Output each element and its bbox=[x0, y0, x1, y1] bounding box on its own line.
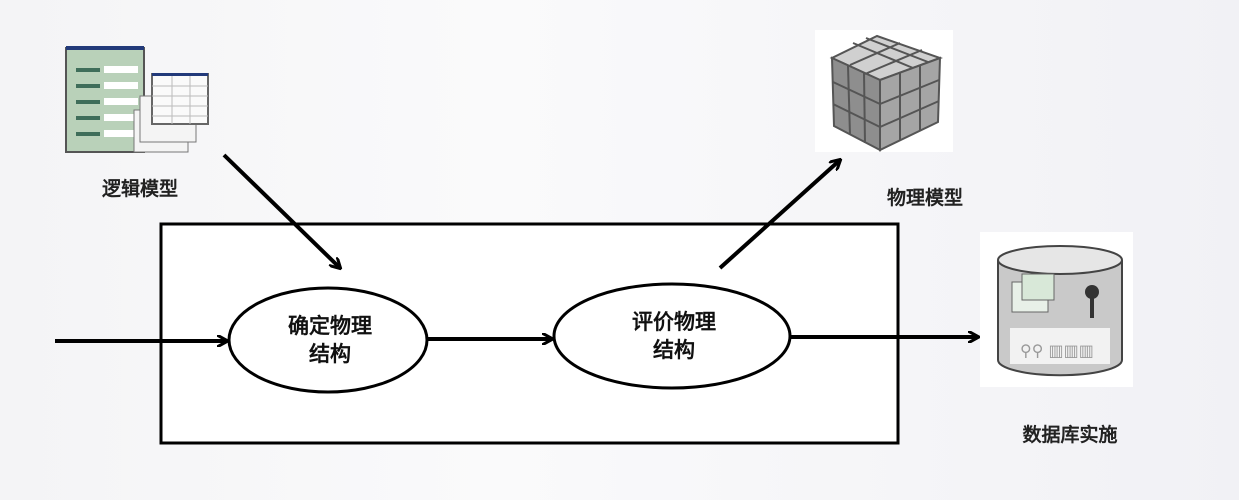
physical-model-label: 物理模型 bbox=[886, 187, 964, 209]
process-node-determine[interactable] bbox=[227, 286, 429, 394]
determine-line1: 确定物理 bbox=[288, 314, 372, 338]
determine-node-text: 确定物理 结构 bbox=[255, 312, 405, 368]
physical-model-cube-icon bbox=[815, 30, 953, 152]
logical-model-arrow bbox=[222, 153, 340, 268]
db-implementation-label: 数据库实施 bbox=[1022, 424, 1118, 446]
evaluate-node-text: 评价物理 结构 bbox=[599, 308, 749, 364]
svg-text:⚲⚲ ▥▥▥: ⚲⚲ ▥▥▥ bbox=[1020, 341, 1094, 360]
logical-model-icon bbox=[65, 46, 209, 153]
database-icon: ⚲⚲ ▥▥▥ bbox=[980, 232, 1133, 387]
determine-line2: 结构 bbox=[309, 342, 351, 366]
evaluate-line2: 结构 bbox=[653, 338, 695, 362]
physical-model-arrow bbox=[718, 160, 840, 270]
evaluate-line1: 评价物理 bbox=[632, 310, 716, 334]
logical-model-label: 逻辑模型 bbox=[101, 178, 179, 200]
